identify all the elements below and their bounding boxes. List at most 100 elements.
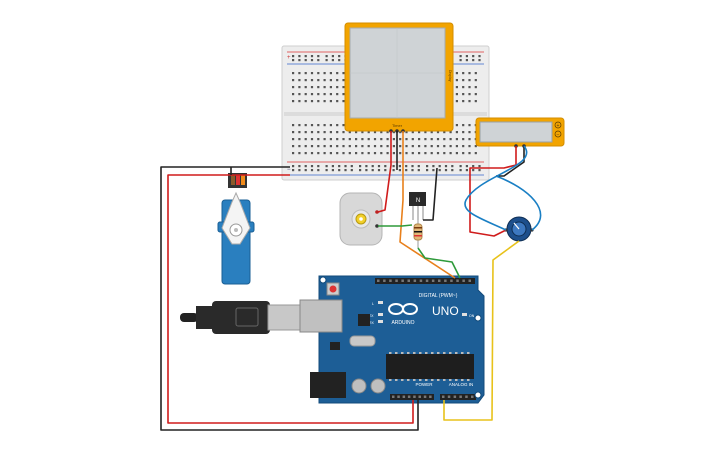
breadboard-hole[interactable] — [455, 138, 458, 141]
breadboard-rail-hole[interactable] — [310, 59, 314, 62]
breadboard-rail-hole[interactable] — [417, 165, 420, 168]
wire-red-5v[interactable] — [167, 174, 414, 424]
breadboard-rail-hole[interactable] — [371, 169, 374, 172]
breadboard-hole[interactable] — [298, 72, 301, 75]
breadboard-rail-hole[interactable] — [298, 169, 301, 172]
breadboard-rail-hole[interactable] — [304, 169, 307, 172]
breadboard-hole[interactable] — [348, 152, 351, 155]
breadboard-hole[interactable] — [323, 100, 326, 103]
servo-horn[interactable] — [221, 191, 251, 245]
breadboard-hole[interactable] — [298, 100, 301, 103]
breadboard-rail-hole[interactable] — [350, 169, 353, 172]
breadboard-hole[interactable] — [317, 79, 320, 82]
wire-yellow-analog[interactable] — [443, 240, 520, 421]
breadboard-hole[interactable] — [323, 124, 326, 127]
header-pin[interactable] — [397, 395, 400, 399]
digital-pin[interactable] — [377, 279, 380, 283]
breadboard-hole[interactable] — [342, 138, 345, 141]
breadboard-hole[interactable] — [430, 145, 433, 148]
small-display-plus-terminal[interactable] — [554, 121, 562, 129]
breadboard-hole[interactable] — [310, 145, 314, 148]
breadboard-rail-hole[interactable] — [472, 55, 475, 58]
breadboard-rail-hole[interactable] — [465, 59, 468, 62]
breadboard-hole[interactable] — [405, 145, 408, 148]
breadboard-rail-hole[interactable] — [292, 169, 295, 172]
breadboard-hole[interactable] — [329, 138, 332, 141]
breadboard-hole[interactable] — [342, 100, 345, 103]
breadboard-hole[interactable] — [292, 72, 295, 75]
breadboard-hole[interactable] — [298, 138, 301, 141]
breadboard-hole[interactable] — [405, 131, 408, 134]
breadboard-hole[interactable] — [430, 131, 433, 134]
breadboard-rail-hole[interactable] — [317, 55, 320, 58]
breadboard-rail-hole[interactable] — [398, 169, 401, 172]
breadboard-hole[interactable] — [462, 100, 465, 103]
header-pin[interactable] — [465, 395, 468, 399]
breadboard-rail-hole[interactable] — [478, 165, 481, 168]
breadboard-hole[interactable] — [329, 86, 332, 89]
breadboard-rail-hole[interactable] — [310, 165, 314, 168]
header-pin[interactable] — [418, 395, 422, 399]
breadboard-hole[interactable] — [462, 145, 465, 148]
breadboard-rail-hole[interactable] — [331, 169, 334, 172]
breadboard-hole[interactable] — [468, 152, 471, 155]
breadboard-rail-hole[interactable] — [317, 59, 320, 62]
breadboard-rail-hole[interactable] — [344, 169, 347, 172]
breadboard-hole[interactable] — [373, 152, 377, 155]
breadboard-hole[interactable] — [342, 124, 345, 127]
breadboard-rail-hole[interactable] — [338, 165, 341, 168]
digital-pin[interactable] — [450, 279, 453, 283]
breadboard-hole[interactable] — [323, 138, 326, 141]
breadboard-hole[interactable] — [342, 131, 345, 134]
wire-blue-b[interactable] — [495, 175, 542, 231]
header-pin[interactable] — [402, 395, 406, 399]
breadboard-rail-hole[interactable] — [292, 165, 295, 168]
breadboard-rail-hole[interactable] — [398, 165, 401, 168]
breadboard-rail-hole[interactable] — [304, 165, 307, 168]
breadboard-hole[interactable] — [329, 124, 332, 127]
breadboard-hole[interactable] — [361, 152, 364, 155]
header-pin[interactable] — [442, 395, 445, 399]
breadboard-rail-hole[interactable] — [338, 169, 341, 172]
breadboard-hole[interactable] — [304, 93, 307, 96]
breadboard-rail-hole[interactable] — [451, 169, 454, 172]
breadboard-rail-hole[interactable] — [298, 55, 301, 58]
header-pin[interactable] — [407, 395, 411, 399]
breadboard-hole[interactable] — [436, 152, 440, 155]
breadboard-rail-hole[interactable] — [365, 165, 368, 168]
digital-pin[interactable] — [401, 279, 404, 283]
breadboard-hole[interactable] — [392, 138, 395, 141]
breadboard-hole[interactable] — [386, 145, 389, 148]
breadboard-hole[interactable] — [455, 100, 458, 103]
breadboard-hole[interactable] — [336, 79, 339, 82]
breadboard-rail-hole[interactable] — [338, 59, 341, 62]
breadboard-hole[interactable] — [329, 131, 332, 134]
breadboard-rail-hole[interactable] — [444, 169, 448, 172]
breadboard-hole[interactable] — [342, 86, 345, 89]
breadboard-hole[interactable] — [298, 131, 301, 134]
breadboard-rail-hole[interactable] — [411, 169, 414, 172]
breadboard-hole[interactable] — [436, 138, 440, 141]
header-pin[interactable] — [453, 395, 457, 399]
breadboard-hole[interactable] — [292, 131, 295, 134]
breadboard-hole[interactable] — [342, 145, 345, 148]
breadboard-hole[interactable] — [474, 100, 477, 103]
timer-display[interactable]: Timer Display — [344, 22, 454, 133]
breadboard-rail-hole[interactable] — [384, 169, 387, 172]
breadboard-hole[interactable] — [348, 138, 351, 141]
breadboard-hole[interactable] — [380, 145, 383, 148]
breadboard-hole[interactable] — [468, 138, 471, 141]
breadboard-hole[interactable] — [468, 145, 471, 148]
breadboard-hole[interactable] — [298, 86, 301, 89]
breadboard-hole[interactable] — [474, 79, 477, 82]
breadboard-rail-hole[interactable] — [325, 165, 328, 168]
breadboard-hole[interactable] — [468, 124, 471, 127]
breadboard-hole[interactable] — [474, 152, 477, 155]
breadboard-hole[interactable] — [348, 131, 351, 134]
breadboard-hole[interactable] — [336, 138, 339, 141]
breadboard-rail-hole[interactable] — [472, 169, 475, 172]
breadboard-hole[interactable] — [329, 93, 332, 96]
breadboard-rail-hole[interactable] — [298, 59, 301, 62]
wire-black-gnd[interactable] — [160, 166, 419, 431]
breadboard-hole[interactable] — [304, 124, 307, 127]
